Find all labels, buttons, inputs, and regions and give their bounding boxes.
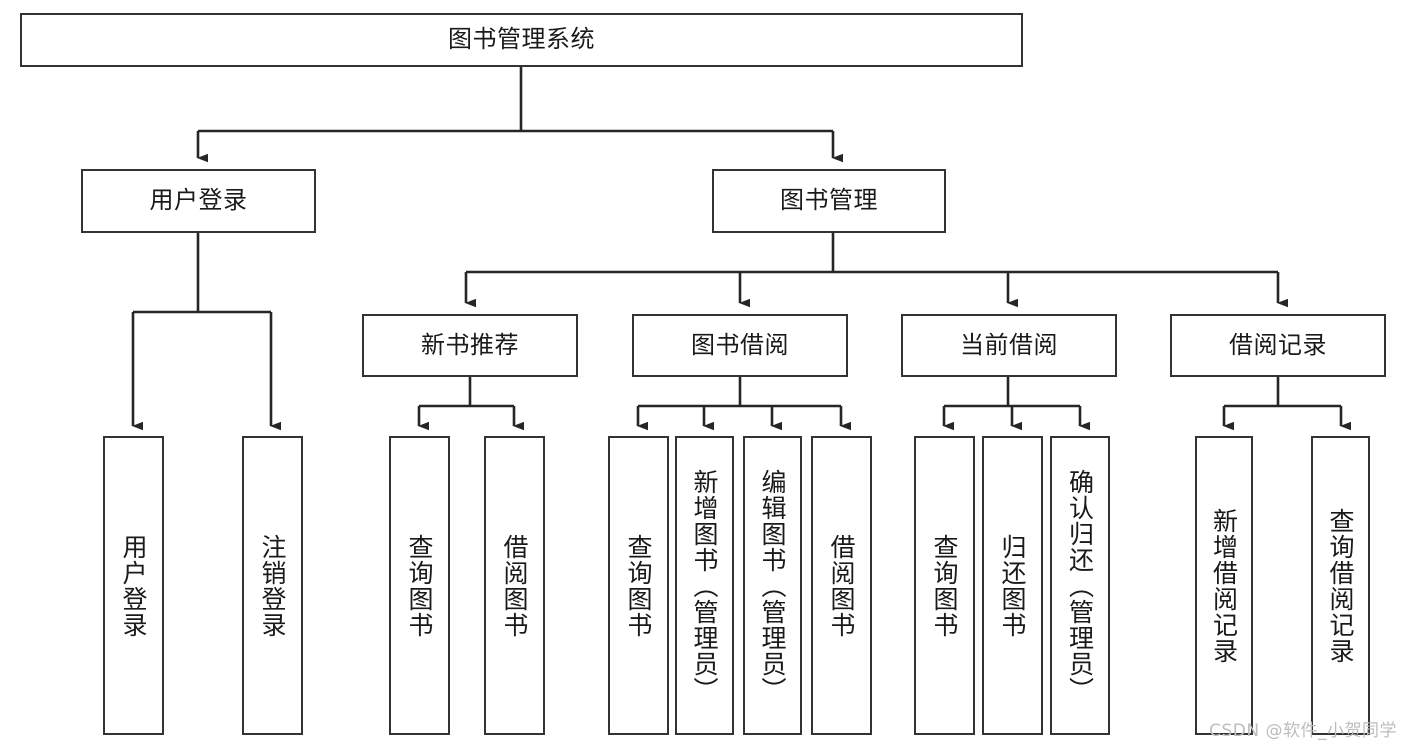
node-label: 确认归还（管理员） — [1065, 468, 1095, 703]
node-label: 借阅记录 — [1229, 330, 1327, 359]
node-leaf-user-login[interactable]: 用户登录 — [103, 436, 164, 735]
node-label: 查询图书 — [624, 533, 653, 638]
node-label: 新书推荐 — [421, 330, 519, 359]
node-label: 图书管理系统 — [448, 25, 595, 54]
node-leaf-return-book[interactable]: 归还图书 — [982, 436, 1043, 735]
node-user-login[interactable]: 用户登录 — [81, 169, 316, 233]
node-label: 图书借阅 — [691, 330, 789, 359]
node-label: 当前借阅 — [960, 330, 1058, 359]
node-label: 查询图书 — [405, 533, 434, 638]
node-new-book-recommend[interactable]: 新书推荐 — [362, 314, 578, 377]
node-label: 用户登录 — [119, 533, 148, 638]
node-leaf-query-record[interactable]: 查询借阅记录 — [1311, 436, 1370, 735]
node-leaf-edit-book[interactable]: 编辑图书（管理员） — [743, 436, 802, 735]
node-label: 归还图书 — [998, 533, 1027, 638]
node-label: 借阅图书 — [827, 533, 856, 638]
node-leaf-query-book-3[interactable]: 查询图书 — [914, 436, 975, 735]
node-label: 借阅图书 — [500, 533, 529, 638]
node-label: 用户登录 — [149, 186, 248, 215]
node-label: 查询图书 — [930, 533, 959, 638]
watermark-text: CSDN @软件_小贺同学 — [1209, 721, 1397, 741]
node-leaf-add-book[interactable]: 新增图书（管理员） — [675, 436, 734, 735]
node-leaf-logout-login[interactable]: 注销登录 — [242, 436, 303, 735]
node-leaf-query-book-2[interactable]: 查询图书 — [608, 436, 669, 735]
node-label: 注销登录 — [258, 533, 287, 638]
node-book-management[interactable]: 图书管理 — [712, 169, 946, 233]
node-current-borrow[interactable]: 当前借阅 — [901, 314, 1117, 377]
node-book-borrow[interactable]: 图书借阅 — [632, 314, 848, 377]
node-label: 新增图书（管理员） — [690, 468, 719, 703]
node-leaf-borrow-book-1[interactable]: 借阅图书 — [484, 436, 545, 735]
node-label: 图书管理 — [780, 186, 878, 215]
node-label: 查询借阅记录 — [1326, 507, 1355, 664]
node-label: 新增借阅记录 — [1209, 507, 1239, 664]
node-leaf-confirm-return[interactable]: 确认归还（管理员） — [1050, 436, 1110, 735]
node-root-book-management-system[interactable]: 图书管理系统 — [20, 13, 1023, 67]
node-leaf-add-record[interactable]: 新增借阅记录 — [1195, 436, 1253, 735]
node-label: 编辑图书（管理员） — [758, 468, 787, 703]
node-leaf-borrow-book-2[interactable]: 借阅图书 — [811, 436, 872, 735]
node-borrow-record[interactable]: 借阅记录 — [1170, 314, 1386, 377]
node-leaf-query-book-1[interactable]: 查询图书 — [389, 436, 450, 735]
